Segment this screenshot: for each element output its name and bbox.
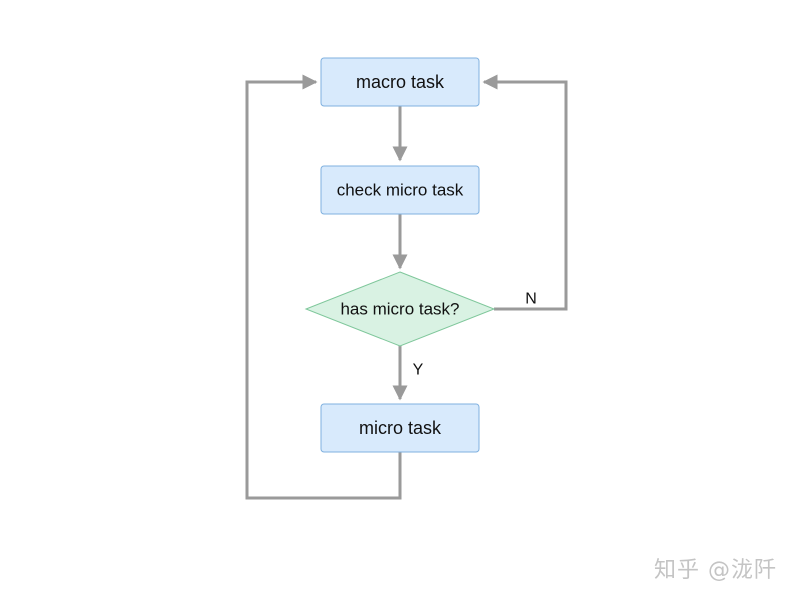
node-micro-task: micro task (320, 403, 480, 453)
edge-decision-no-to-macro (482, 74, 568, 311)
edge-micro-loop-to-macro (245, 74, 402, 500)
watermark-text: 知乎 @泷阡 (654, 558, 777, 583)
edge-label-no: N (525, 291, 537, 308)
node-macro-task-label: macro task (356, 72, 445, 92)
node-has-micro-task-label: has micro task? (340, 300, 459, 319)
node-has-micro-task-decision: has micro task? (304, 271, 496, 347)
node-check-micro-task: check micro task (320, 165, 480, 215)
edge-label-yes: Y (413, 362, 424, 379)
node-micro-task-label: micro task (359, 418, 442, 438)
node-check-micro-task-label: check micro task (337, 181, 464, 200)
node-macro-task: macro task (320, 57, 480, 107)
